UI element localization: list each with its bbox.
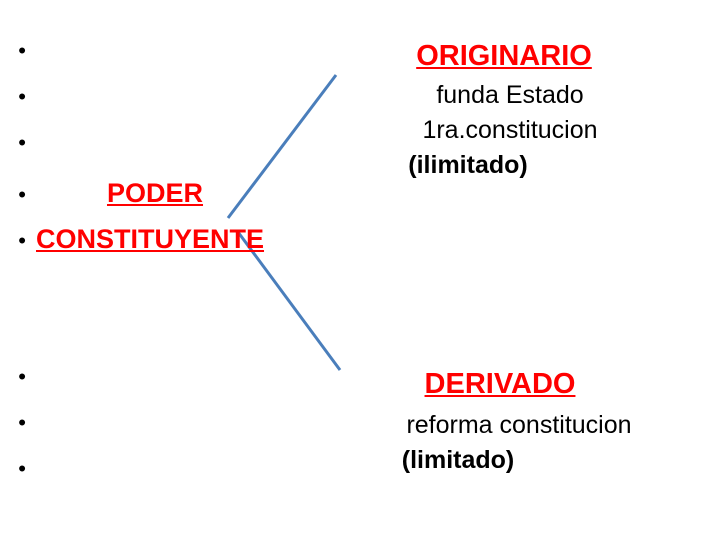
- bullet-list-lower: • • •: [0, 366, 340, 504]
- list-item-constituyente: • CONSTITUYENTE: [0, 224, 340, 270]
- list-item: •: [0, 132, 340, 178]
- list-item-poder: • PODER: [0, 178, 340, 224]
- branch-title-originario: ORIGINARIO: [416, 40, 592, 72]
- branch-line-reforma-constitucion: reforma constitucion: [406, 411, 632, 439]
- list-item: •: [0, 366, 340, 412]
- bullet-icon: •: [18, 364, 26, 389]
- branch-line-limitado: (limitado): [401, 446, 515, 474]
- branch-derivado: DERIVADO reforma constitucion (limitado): [348, 368, 678, 475]
- branch-title-derivado: DERIVADO: [424, 368, 576, 400]
- branch-line-ilimitado: (ilimitado): [408, 151, 528, 179]
- bullet-icon: •: [18, 38, 26, 63]
- list-item: •: [0, 412, 340, 458]
- bullet-icon: •: [18, 410, 26, 435]
- list-item: •: [0, 86, 340, 132]
- bullet-icon: •: [18, 228, 26, 253]
- branch-line-funda-estado: funda Estado: [436, 81, 584, 109]
- bullet-label-constituyente: CONSTITUYENTE: [36, 224, 265, 254]
- branch-originario: ORIGINARIO funda Estado 1ra.constitucion…: [348, 40, 678, 180]
- bullet-label-poder: PODER: [106, 178, 204, 208]
- bullet-icon: •: [18, 130, 26, 155]
- list-item: •: [0, 40, 340, 86]
- bullet-list: • • • • PODER • CONSTITUYENTE: [0, 40, 340, 270]
- bullet-icon: •: [18, 182, 26, 207]
- bullet-icon: •: [18, 456, 26, 481]
- branch-line-primera-constitucion: 1ra.constitucion: [422, 116, 598, 144]
- bullet-icon: •: [18, 84, 26, 109]
- list-item: •: [0, 458, 340, 504]
